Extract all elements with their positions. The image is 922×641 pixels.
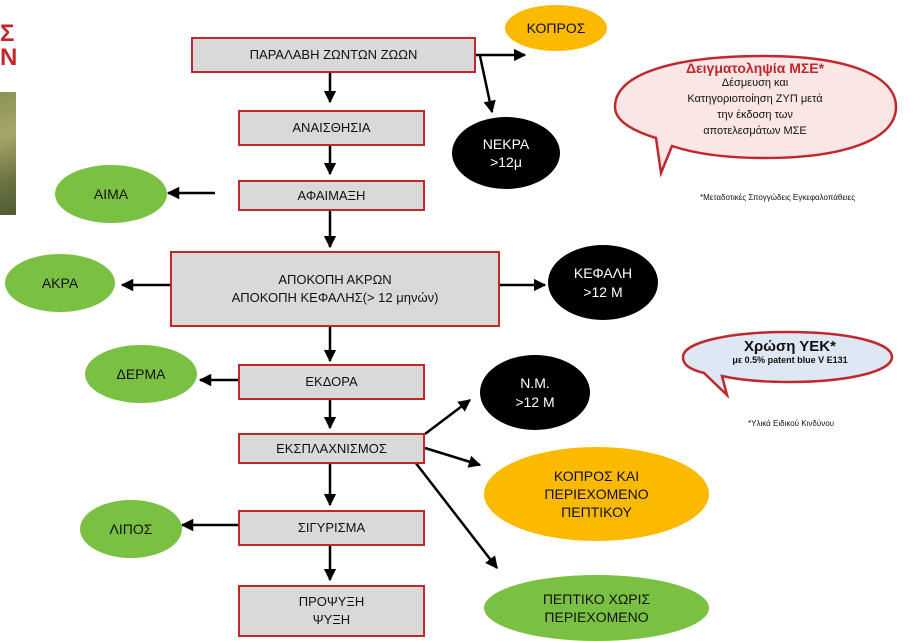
step-bleeding: ΑΦΑΙΜΑΞΗ (238, 180, 425, 211)
sampling-bubble-shape (613, 54, 898, 178)
output-manure: ΚΟΠΡΟΣ (505, 5, 607, 51)
dye-callout: Χρώση ΥΕΚ* με 0.5% patent blue V E131 (690, 338, 890, 365)
sampling-title: Δειγματοληψία ΜΣΕ* (685, 60, 825, 76)
dye-body: με 0.5% patent blue V E131 (732, 355, 848, 365)
sampling-footnote: *Μεταδοτικές Σπογγώδεις Εγκεφαλοπάθειες (700, 193, 856, 202)
step-skinning: ΕΚΔΟΡΑ (238, 364, 425, 400)
output-dead: ΝΕΚΡΑ >12μ (452, 117, 560, 189)
sampling-body: Δέσμευση και Κατηγοριοποίηση ΖΥΠ μετά τη… (687, 77, 823, 137)
output-head: ΚΕΦΑΛΗ >12 Μ (548, 245, 658, 320)
output-feet: ΑΚΡΑ (5, 254, 115, 312)
logo-fragment: Σ Ν (0, 20, 18, 71)
step-evisceration: ΕΚΣΠΛΑΧΝΙΣΜΟΣ (238, 433, 425, 464)
dye-title: Χρώση ΥΕΚ* (744, 338, 836, 355)
step-cutting: ΑΠΟΚΟΠΗ ΑΚΡΩΝ ΑΠΟΚΟΠΗ ΚΕΦΑΛΗΣ(> 12 μηνών… (170, 251, 500, 327)
output-tract-empty: ΠΕΠΤΙΚΟ ΧΩΡΙΣ ΠΕΡΙΕΧΟΜΕΝΟ (484, 575, 709, 641)
output-srm: Ν.Μ. >12 Μ (480, 355, 590, 430)
dye-bubble-shape (681, 330, 894, 399)
output-fat: ΛΙΠΟΣ (80, 500, 182, 558)
output-hide: ΔΕΡΜΑ (85, 345, 197, 403)
output-manure-content: ΚΟΠΡΟΣ ΚΑΙ ΠΕΡΙΕΧΟΜΕΝΟ ΠΕΠΤΙΚΟΥ (484, 447, 709, 541)
sampling-callout: Δειγματοληψία ΜΣΕ* Δέσμευση και Κατηγορι… (620, 60, 890, 140)
step-splitting: ΣΙΓΥΡΙΣΜΑ (238, 510, 425, 546)
output-blood: ΑΙΜΑ (55, 165, 167, 223)
step-reception: ΠΑΡΑΛΑΒΗ ΖΩΝΤΩΝ ΖΩΩΝ (191, 37, 476, 73)
step-stunning: ΑΝΑΙΣΘΗΣΙΑ (238, 110, 425, 146)
dye-footnote: *Υλικά Ειδικού Κινδύνου (748, 419, 835, 428)
cropped-photo (0, 92, 16, 215)
step-chilling: ΠΡΟΨΥΞΗ ΨΥΞΗ (238, 585, 425, 637)
